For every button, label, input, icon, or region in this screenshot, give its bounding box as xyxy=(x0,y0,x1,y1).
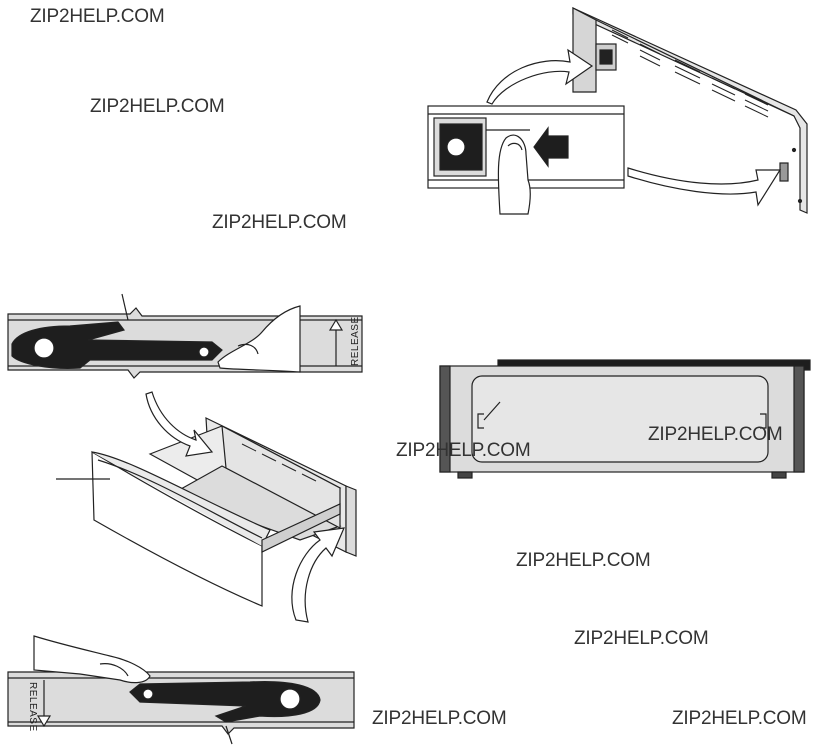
release-lever xyxy=(11,321,223,369)
release-label-bottom: RELEASE xyxy=(27,682,38,732)
finger xyxy=(497,134,531,215)
watermark: ZIP2HELP.COM xyxy=(672,708,807,729)
watermark: ZIP2HELP.COM xyxy=(574,628,709,649)
release-label-top: RELEASE xyxy=(350,316,361,366)
pedestal-front-figure xyxy=(439,359,811,479)
watermark: ZIP2HELP.COM xyxy=(516,550,651,571)
release-up-arrow xyxy=(328,318,344,331)
drawer-front-panel xyxy=(91,450,263,607)
push-arrow xyxy=(533,126,569,168)
curved-arrow-upper xyxy=(145,391,214,457)
pedestal-side-panel xyxy=(572,7,808,214)
release-lever xyxy=(129,681,321,723)
curved-arrow-lower xyxy=(627,167,782,207)
watermark: ZIP2HELP.COM xyxy=(212,212,347,233)
rail-insertion-figure xyxy=(427,7,808,215)
release-lever-bottom-figure xyxy=(7,635,355,745)
vent-slots xyxy=(611,29,769,118)
watermark: ZIP2HELP.COM xyxy=(90,96,225,117)
watermark: ZIP2HELP.COM xyxy=(30,6,165,27)
curved-arrow-lower xyxy=(291,527,345,623)
finger xyxy=(33,635,151,684)
release-lever-top-figure xyxy=(7,293,363,379)
finger xyxy=(217,305,301,373)
drawer-front-recess xyxy=(471,375,769,463)
release-down-arrow xyxy=(36,715,52,728)
watermark: ZIP2HELP.COM xyxy=(372,708,507,729)
watermark: ZIP2HELP.COM xyxy=(396,440,531,461)
drawer-figure xyxy=(56,391,357,623)
curved-arrow-upper xyxy=(486,48,594,105)
watermark: ZIP2HELP.COM xyxy=(648,424,783,445)
